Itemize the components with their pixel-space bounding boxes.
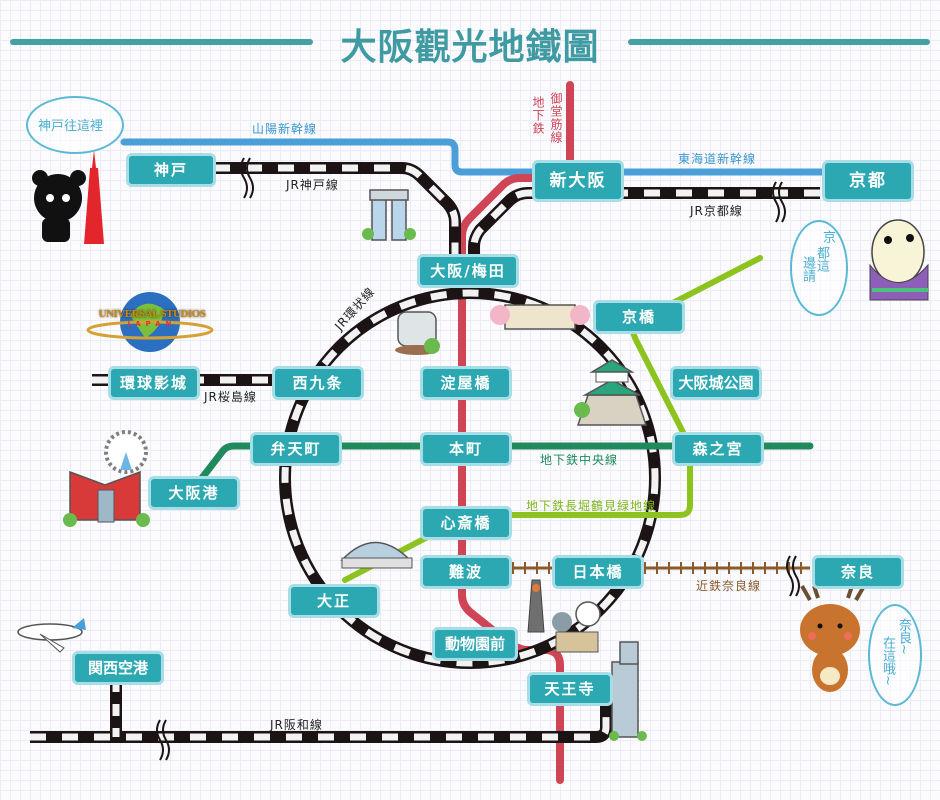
tsutenkaku-tower-icon [527,579,545,633]
umeda-sky-building-icon [362,189,416,241]
label-chuo: 地下鉄中央線 [540,453,619,467]
sanyo-shinkansen-line [120,138,834,176]
bubble-kyoto-text-3: 邊請 [800,256,815,282]
line-break-marks [156,157,800,761]
station-usj[interactable]: 環球影城 [108,366,200,400]
bubble-kobe: 神戸往這裡 [26,96,124,154]
jr-hanwa-line [30,680,612,743]
station-shinsaibashi[interactable]: 心斎橋 [420,506,512,540]
kyocera-dome-icon [340,541,413,569]
station-taisho[interactable]: 大正 [288,584,380,618]
bubble-kyoto-text-1: 京 [820,230,835,243]
station-honmachi[interactable]: 本町 [420,432,512,466]
usj-logo-main: UNIVERSAL STUDIOS [98,308,206,320]
station-dobutsuenmae[interactable]: 動物園前 [432,627,518,661]
chuo-line [191,442,814,491]
station-osakako[interactable]: 大阪港 [148,476,240,510]
title-rule-right [628,39,930,45]
station-bentencho[interactable]: 弁天町 [250,432,342,466]
station-nara[interactable]: 奈良 [812,555,904,589]
label-midosuji-prefix: 地下鉄 [531,96,545,135]
airplane-icon [17,618,86,653]
deer-mascot-icon [800,585,866,692]
tempozan-ferris-wheel-icon [104,430,148,474]
jr-loop-line [279,287,661,669]
station-tennoji[interactable]: 天王寺 [527,672,613,706]
jr-kyoto-line [468,187,820,262]
station-kyobashi[interactable]: 京橋 [593,300,685,334]
label-nagahori: 地下鉄長堀鶴見緑地線 [526,499,657,513]
label-jr-kyoto: JR京都線 [690,204,743,218]
label-jr-sakurajima: JR桜島線 [204,390,257,404]
kyoto-mascot-icon [869,219,929,301]
station-nipponbashi[interactable]: 日本橋 [552,555,644,589]
usj-logo-sub: JAPAN [127,320,177,328]
station-namba[interactable]: 難波 [420,555,512,589]
station-yodoyabashi[interactable]: 淀屋橋 [420,366,512,400]
osaka-museum-icon [395,311,440,355]
osaka-castle-icon [574,359,648,426]
station-kyoto[interactable]: 京都 [822,160,914,202]
usj-globe-logo-icon [86,292,214,352]
station-morinomiya[interactable]: 森之宮 [672,432,764,466]
page-title: 大阪觀光地鐵圖 [340,27,600,68]
bubble-kyoto: 京 都這 邊請 [790,220,848,316]
label-jr-hanwa: JR阪和線 [270,718,323,732]
bubble-kyoto-text-2: 都這 [814,246,829,272]
station-osaka-umeda[interactable]: 大阪/梅田 [417,254,519,288]
kobe-port-tower-icon [84,150,104,244]
bubble-kobe-text: 神戸往這裡 [38,119,104,134]
label-sanyo-shinkansen: 山陽新幹線 [252,122,318,136]
bear-mascot-icon [32,170,86,242]
jr-kobe-line [214,162,461,262]
kaiyukan-aquarium-icon [63,470,150,527]
usj-logo: UNIVERSAL STUDIOS JAPAN [92,308,212,328]
station-nishikujo[interactable]: 西九条 [272,366,364,400]
bubble-nara-text-2: 在這哦~ [880,636,895,686]
bubble-nara-text-1: 奈良~ [896,618,911,655]
label-jr-kobe: JR神戸線 [286,178,339,192]
mint-bureau-icon [490,304,590,330]
station-kobe[interactable]: 神戸 [126,153,216,187]
station-shin-osaka[interactable]: 新大阪 [532,160,624,202]
bubble-nara: 奈良~ 在這哦~ [868,604,922,706]
station-osakajokoen[interactable]: 大阪城公園 [670,366,762,400]
label-tokaido-shinkansen: 東海道新幹線 [678,152,757,166]
label-kintetsu-nara: 近鉄奈良線 [696,579,762,593]
label-midosuji: 御堂筋線 [549,92,563,144]
abeno-harukas-icon [609,641,647,741]
title-rule-left [10,39,313,45]
station-kansai-airport[interactable]: 関西空港 [72,651,164,685]
tennoji-zoo-icon [552,601,601,653]
